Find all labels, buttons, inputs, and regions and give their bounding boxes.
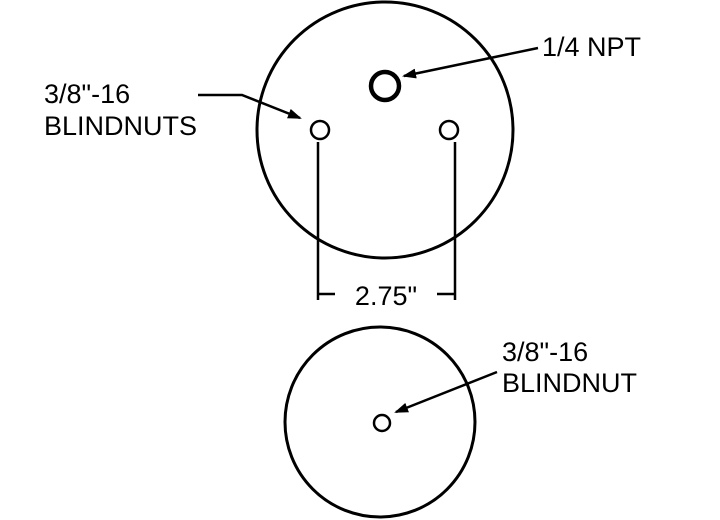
bottom-blindnut-hole — [372, 413, 392, 433]
top-plate-outline — [255, 0, 515, 260]
bottom-plate-outline — [283, 325, 477, 519]
npt-leader-arrow — [402, 46, 539, 79]
left-blindnut-hole — [309, 119, 331, 141]
blindnut-leader-arrow — [394, 370, 498, 414]
blindnut-label-line2: BLINDNUT — [502, 368, 637, 398]
blindnuts-label-line2: BLINDNUTS — [44, 111, 197, 141]
right-blindnut-hole — [438, 119, 460, 141]
npt-label: 1/4 NPT — [542, 32, 641, 62]
blindnuts-label-line1: 3/8"-16 — [44, 79, 130, 109]
bottom-plate: 3/8"-16 BLINDNUT — [283, 325, 637, 519]
dimension-value: 2.75" — [355, 281, 417, 311]
spacing-dimension: 2.75" — [316, 142, 457, 311]
blindnuts-leader-arrow — [198, 93, 302, 120]
top-plate: 1/4 NPT 3/8"-16 BLINDNUTS 2.75" — [44, 0, 641, 311]
npt-port-hole — [368, 69, 402, 103]
blindnut-label-line1: 3/8"-16 — [502, 337, 588, 367]
